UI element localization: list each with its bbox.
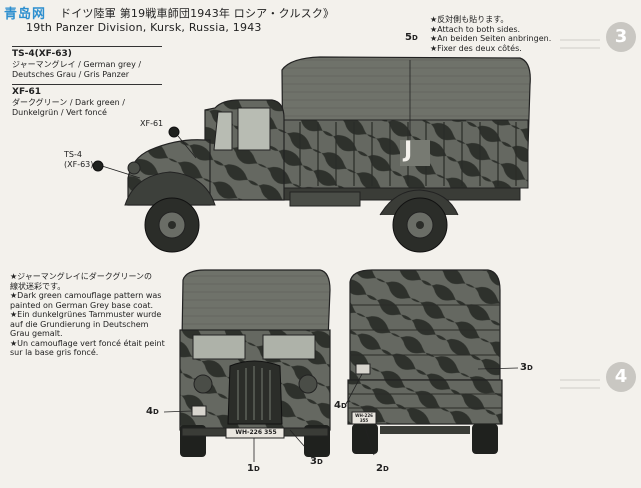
callout-front-4d: 4D (146, 406, 159, 417)
callout-number: 1 (247, 463, 254, 474)
note-line: ★Un camouflage vert foncé était peint (10, 338, 165, 348)
callout-number: 4 (334, 400, 341, 411)
callout-ts4: TS-4 (XF-63) (64, 150, 93, 170)
paint-desc-line: ジャーマングレイ / German grey / (12, 60, 142, 69)
paint-code: TS-4(XF-63) (12, 49, 72, 59)
front-license-plate: WH-226 355 (235, 429, 277, 436)
background-ghost-lines (560, 39, 600, 389)
callout-xf61: XF-61 (140, 118, 163, 129)
title-english: 19th Panzer Division, Kursk, Russia, 194… (26, 21, 262, 34)
note-line: ★ジャーマングレイにダークグリーンの (10, 272, 153, 281)
step-number-badge: 3 (606, 22, 636, 52)
callout-suffix: D (411, 34, 418, 42)
note-line: ★反対側も貼ります。 (430, 15, 509, 24)
callout-suffix: D (316, 458, 323, 466)
door-marking-decal: J (404, 138, 413, 163)
paint-legend-1: TS-4(XF-63) (12, 46, 162, 60)
note-line: painted on German Grey base coat. (10, 300, 154, 310)
rear-view-truck (345, 269, 519, 456)
camouflage-notes: ★ジャーマングレイにダークグリーンの 線状迷彩です。 ★Dark green c… (10, 272, 165, 358)
front-view-truck (163, 269, 331, 462)
callout-label: XF-61 (140, 119, 164, 128)
callout-rear-4d: 4D (334, 400, 347, 411)
callout-decal-5d: 5D (405, 32, 418, 43)
callout-number: 3 (520, 362, 527, 373)
paint-desc-line: ダークグリーン / Dark green / (12, 98, 125, 107)
callout-rear-3d: 3D (520, 362, 533, 373)
divider (12, 84, 162, 85)
callout-front-1d: 1D (247, 463, 260, 474)
note-line: ★An beiden Seiten anbringen. (430, 34, 552, 43)
rear-license-plate: WH-226 355 (355, 413, 373, 423)
callout-number: 3 (310, 456, 317, 467)
note-line: 線状迷彩です。 (10, 281, 66, 291)
callout-rear-2d: 2D (376, 463, 389, 474)
paint-legend-2: XF-61 (12, 84, 162, 98)
paint-desc-line: Dunkelgrün / Vert foncé (12, 108, 107, 117)
note-line: ★Attach to both sides. (430, 24, 521, 34)
callout-suffix: D (253, 465, 260, 473)
note-line: ★Fixer des deux côtés. (430, 43, 522, 53)
title-japanese: ドイツ陸軍 第19戦車師団1943年 ロシア・クルスク》 (60, 7, 335, 20)
callout-suffix: D (382, 465, 389, 473)
paint-desc-2: ダークグリーン / Dark green / Dunkelgrün / Vert… (12, 98, 125, 118)
paint-desc-line: Deutsches Grau / Gris Panzer (12, 70, 130, 79)
callout-number: 5 (405, 32, 412, 43)
note-line: Grau gemalt. (10, 329, 63, 338)
callout-number: 2 (376, 463, 383, 474)
callout-label: TS-4 (64, 150, 82, 159)
paint-code: XF-61 (12, 87, 42, 97)
watermark-logo: 青岛网 (4, 7, 47, 22)
page-title: ドイツ陸軍 第19戦車師団1943年 ロシア・クルスク》 19th Panzer… (12, 7, 334, 35)
callout-suffix: D (526, 364, 533, 372)
paint-desc-1: ジャーマングレイ / German grey / Deutsches Grau … (12, 60, 141, 80)
callout-label: (XF-63) (64, 160, 94, 169)
note-line: auf die Grundierung in Deutschem (10, 319, 149, 329)
note-line: ★Ein dunkelgrünes Tarnmuster wurde (10, 310, 162, 319)
callout-suffix: D (152, 408, 159, 416)
note-line: sur la base gris foncé. (10, 348, 99, 357)
step-number-badge: 4 (606, 362, 636, 392)
divider (12, 46, 162, 47)
callout-front-3d: 3D (310, 456, 323, 467)
side-view-truck (92, 56, 531, 253)
attach-notes: ★反対側も貼ります。 ★Attach to both sides. ★An be… (430, 15, 551, 53)
callout-number: 4 (146, 406, 153, 417)
note-line: ★Dark green camouflage pattern was (10, 291, 162, 300)
callout-suffix: D (340, 402, 347, 410)
